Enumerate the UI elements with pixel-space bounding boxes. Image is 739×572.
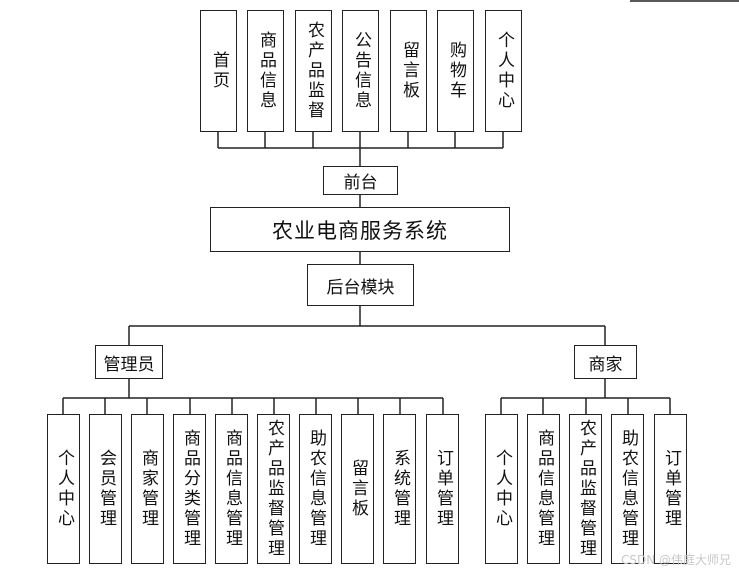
merchant-item-label: 个人中心 <box>492 449 512 529</box>
frontend-item-product-info: 商品信息 <box>247 10 284 132</box>
frontend-item-label: 留言板 <box>399 41 419 101</box>
admin-item-message-board: 留言板 <box>341 414 374 564</box>
admin-item-label: 商品信息管理 <box>222 429 242 549</box>
merchant-item-product-mgmt: 商品信息管理 <box>527 414 560 564</box>
merchant-item-label: 订单管理 <box>661 449 681 529</box>
merchant-item-supervision-mgmt: 农产品监督管理 <box>569 414 602 564</box>
admin-item-label: 商品分类管理 <box>180 429 200 549</box>
frontend-item-label: 商品信息 <box>256 31 276 111</box>
merchant-item-personal-center: 个人中心 <box>485 414 518 564</box>
backend-node: 后台模块 <box>307 264 414 306</box>
admin-item-label: 个人中心 <box>54 449 74 529</box>
frontend-item-home: 首页 <box>200 10 237 132</box>
admin-item-category-mgmt: 商品分类管理 <box>173 414 206 564</box>
merchant-item-aid-info-mgmt: 助农信息管理 <box>611 414 644 564</box>
admin-item-merchant-mgmt: 商家管理 <box>131 414 164 564</box>
system-title: 农业电商服务系统 <box>272 218 448 243</box>
frontend-item-label: 首页 <box>209 51 229 91</box>
watermark: CSDN @伟庭大师兄 <box>620 553 731 567</box>
merchant-node: 商家 <box>574 345 637 379</box>
merchant-item-order-mgmt: 订单管理 <box>654 414 687 564</box>
admin-node-label: 管理员 <box>103 354 155 375</box>
frontend-item-label: 农产品监督 <box>304 21 324 121</box>
frontend-item-produce-supervision: 农产品监督 <box>295 10 332 132</box>
admin-item-product-mgmt: 商品信息管理 <box>215 414 248 564</box>
admin-item-aid-info-mgmt: 助农信息管理 <box>299 414 332 564</box>
frontend-item-personal-center: 个人中心 <box>485 10 522 132</box>
admin-node: 管理员 <box>95 345 163 379</box>
admin-item-personal-center: 个人中心 <box>47 414 80 564</box>
admin-item-label: 助农信息管理 <box>306 429 326 549</box>
frontend-item-label: 购物车 <box>446 41 466 101</box>
admin-item-label: 系统管理 <box>390 449 410 529</box>
admin-item-supervision-mgmt: 农产品监督管理 <box>257 414 290 564</box>
frontend-node-label: 前台 <box>343 173 378 193</box>
frontend-item-message-board: 留言板 <box>390 10 427 132</box>
frontend-node: 前台 <box>323 166 398 195</box>
admin-item-label: 农产品监督管理 <box>264 419 284 559</box>
merchant-item-label: 农产品监督管理 <box>576 419 596 559</box>
merchant-item-label: 助农信息管理 <box>618 429 638 549</box>
frontend-item-label: 公告信息 <box>351 31 371 111</box>
frontend-item-label: 个人中心 <box>494 31 514 111</box>
admin-item-system-mgmt: 系统管理 <box>383 414 416 564</box>
admin-item-label: 商家管理 <box>138 449 158 529</box>
backend-node-label: 后台模块 <box>326 277 395 298</box>
merchant-node-label: 商家 <box>588 354 623 375</box>
admin-item-label: 会员管理 <box>96 449 116 529</box>
frontend-item-cart: 购物车 <box>437 10 474 132</box>
merchant-item-label: 商品信息管理 <box>534 429 554 549</box>
system-title-node: 农业电商服务系统 <box>210 207 510 252</box>
frontend-item-announcements: 公告信息 <box>342 10 379 132</box>
admin-item-member-mgmt: 会员管理 <box>89 414 122 564</box>
admin-item-label: 订单管理 <box>433 449 453 529</box>
admin-item-label: 留言板 <box>348 459 368 519</box>
admin-item-order-mgmt: 订单管理 <box>426 414 459 564</box>
